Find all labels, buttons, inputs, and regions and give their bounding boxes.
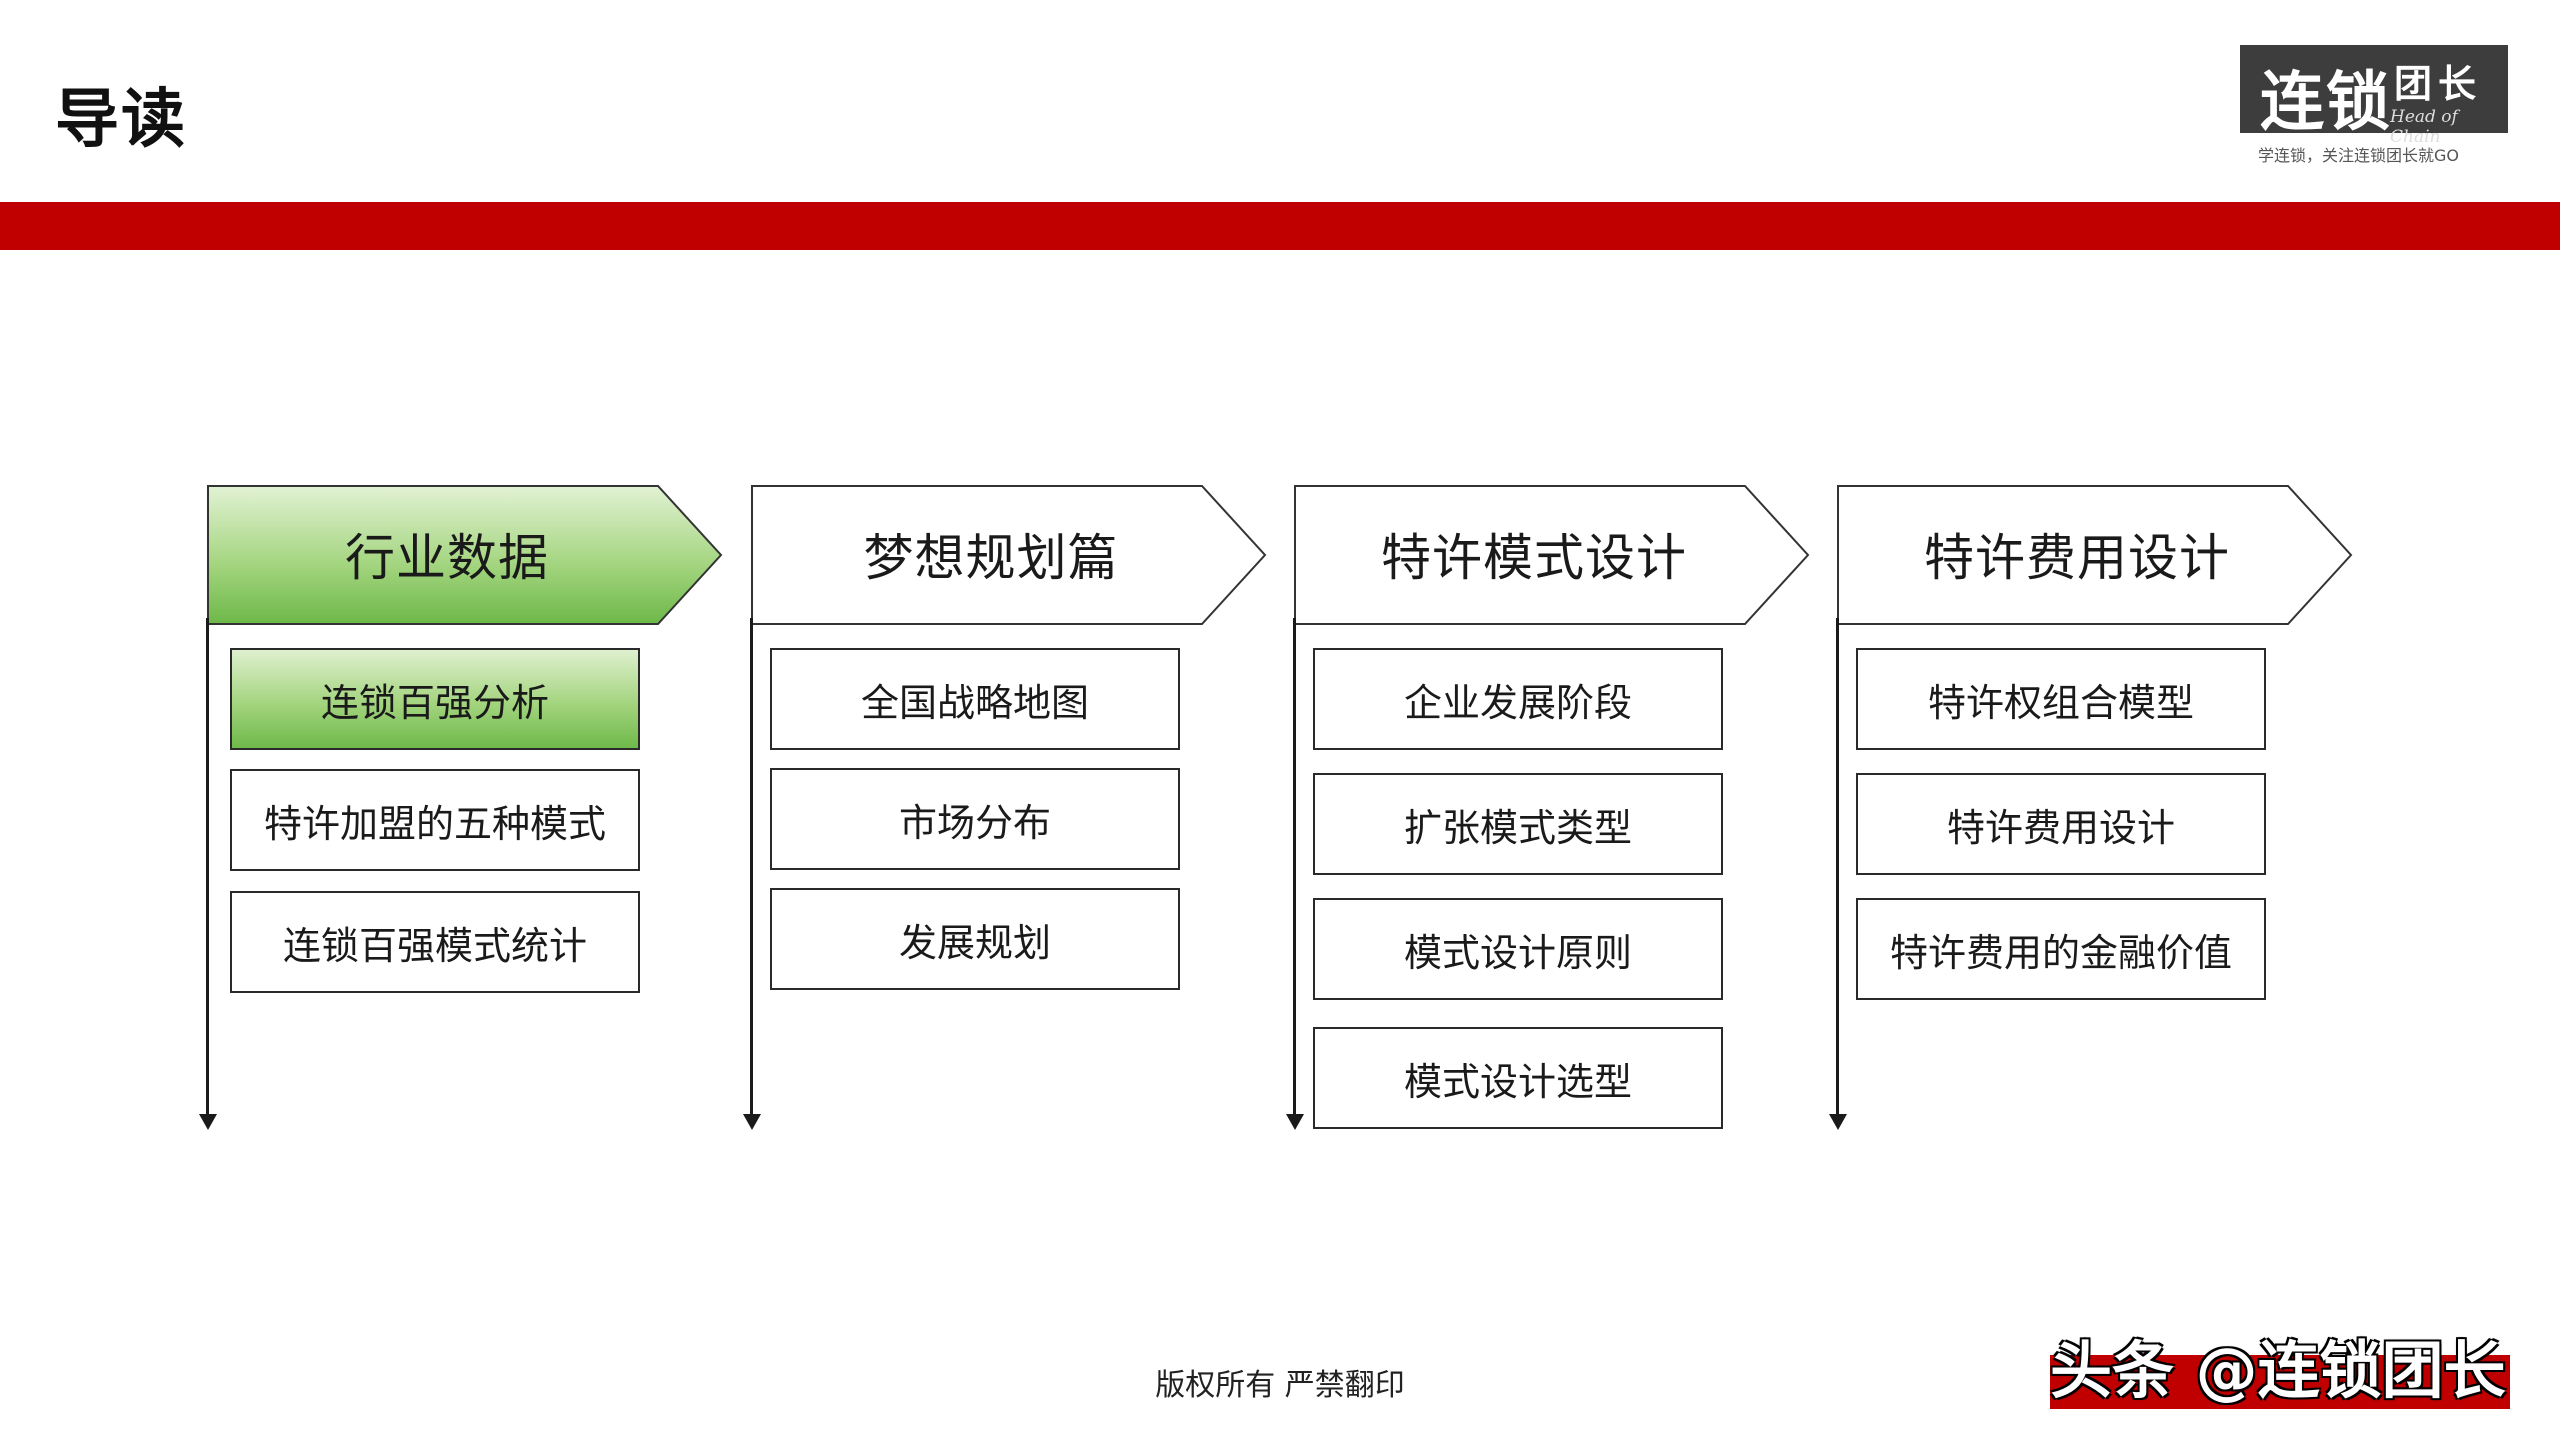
item-expansion-mode-types[interactable]: 扩张模式类型 [1313,773,1723,875]
copyright-notice: 版权所有 严禁翻印 [1155,1368,1405,1403]
section-title-industry-data[interactable]: 行业数据 [345,529,549,587]
brand-logo: 连锁 团长 Head of Chain [2240,45,2508,147]
section-title-dream-planning[interactable]: 梦想规划篇 [863,529,1119,587]
logo-sub-text: 团长 [2394,62,2483,106]
timeline-axis-1 [206,618,209,1120]
item-enterprise-stage[interactable]: 企业发展阶段 [1313,648,1723,750]
timeline-axis-2 [750,618,753,1120]
timeline-arrow-icon [1286,1114,1304,1130]
logo-slogan: 学连锁，关注连锁团长就GO [2258,146,2459,165]
item-franchise-rights-model[interactable]: 特许权组合模型 [1856,648,2266,750]
timeline-axis-3 [1293,618,1296,1120]
item-franchise-fee-design[interactable]: 特许费用设计 [1856,773,2266,875]
watermark-text: 头条 @连锁团长 [2050,1334,2506,1407]
logo-english-text: Head of Chain [2390,107,2458,147]
item-development-planning[interactable]: 发展规划 [770,888,1180,990]
section-title-franchise-model-design[interactable]: 特许模式设计 [1381,529,1687,587]
page-title: 导读 [55,83,187,157]
item-top100-mode-stats[interactable]: 连锁百强模式统计 [230,891,640,993]
timeline-arrow-icon [1829,1114,1847,1130]
timeline-arrow-icon [199,1114,217,1130]
watermark-band [2050,1355,2510,1409]
section-header-shape-4 [1837,485,2353,625]
item-national-strategy-map[interactable]: 全国战略地图 [770,648,1180,750]
section-title-franchise-fee-design[interactable]: 特许费用设计 [1924,529,2230,587]
section-header-shape-1 [207,485,723,625]
item-market-distribution[interactable]: 市场分布 [770,768,1180,870]
item-five-franchise-modes[interactable]: 特许加盟的五种模式 [230,769,640,871]
timeline-arrow-icon [743,1114,761,1130]
header-divider-band [0,202,2560,250]
section-header-shape-3 [1294,485,1810,625]
item-fee-financial-value[interactable]: 特许费用的金融价值 [1856,898,2266,1000]
timeline-axis-4 [1836,618,1839,1120]
section-header-shape-2 [751,485,1267,625]
item-model-design-selection[interactable]: 模式设计选型 [1313,1027,1723,1129]
logo-main-text: 连锁 [2260,66,2392,140]
item-chain-top100-analysis[interactable]: 连锁百强分析 [230,648,640,750]
item-model-design-principles[interactable]: 模式设计原则 [1313,898,1723,1000]
